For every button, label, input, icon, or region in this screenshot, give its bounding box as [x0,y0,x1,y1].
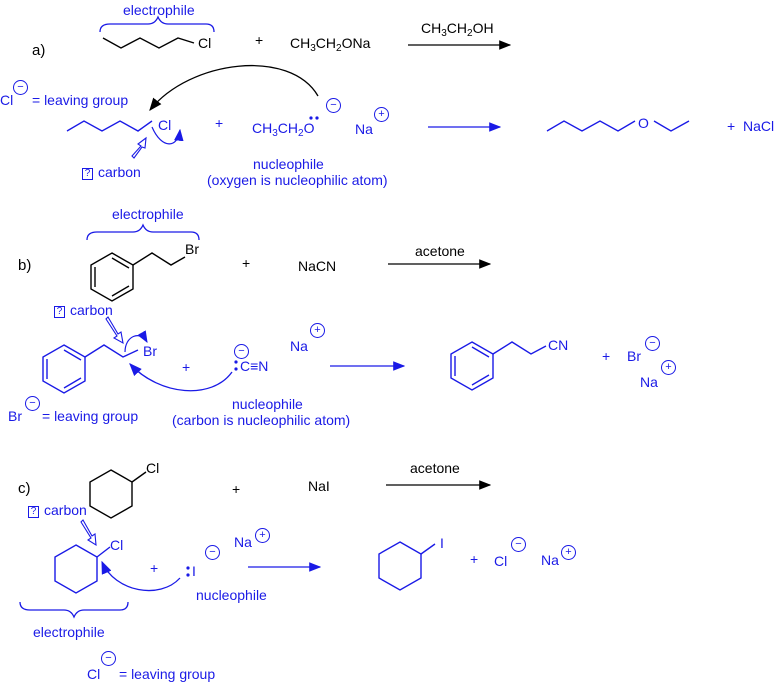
minus-charge-icon: − [326,98,341,113]
nucleophile-note-a: (oxygen is nucleophilic atom) [207,172,388,188]
plus-charge-icon: + [255,528,270,543]
reaction-tag-c: c) [18,480,31,497]
electron-arrow-b [129,363,233,392]
minus-charge-icon: − [205,545,220,560]
cyanide-b: C≡N [240,358,269,374]
na-c: Na [234,534,252,550]
halide-atom-c: Cl [146,460,160,476]
carbon-label-c: ?carbon [28,502,87,518]
nacl-byproduct-a: + NaCl [727,118,775,134]
electron-arrow-a [149,65,319,112]
na-b: Na [290,338,308,354]
leaving-group-label-b: = leaving group [42,408,139,424]
br-ion-b: Br [627,348,641,364]
plus-charge-icon: + [661,360,676,375]
minus-charge-icon: − [234,344,249,359]
minus-charge-icon: − [13,80,28,95]
minus-charge-icon: − [25,396,40,411]
nitrile-cn-b: CN [548,337,569,353]
plus-c2: + [150,560,159,576]
halide-atom-b: Br [185,241,199,257]
nucleophile-label-c: nucleophile [196,587,267,603]
leaving-group-label-c: = leaving group [119,666,216,682]
solvent-b: acetone [415,243,465,259]
carbon-label-a: ?carbon [82,164,141,180]
nucleophile-note-b: (carbon is nucleophilic atom) [172,412,351,428]
minus-charge-icon: − [645,336,660,351]
mech-cl-a: Cl [158,117,172,133]
cl-ion-label-c: Cl [87,666,101,682]
minus-charge-icon: − [511,537,526,552]
leaving-arrow-b [124,330,148,353]
solvent-c: acetone [410,460,460,476]
plus-b1: + [242,255,251,271]
br-ion-label-b: Br [8,408,22,424]
plus-charge-icon: + [374,107,389,122]
carbon-label-b: ?carbon [54,302,113,318]
iodide-c: I [192,563,196,579]
plus-a2: + [215,115,224,131]
nitrile-product-b [450,341,547,391]
carbon-pointer-c [80,519,97,547]
cyclohexane-mech-c [54,544,111,594]
plus-charge-icon: + [561,545,576,560]
plus-c1: + [232,481,241,497]
chain-mech-a [66,120,153,132]
ether-oxygen-a: O [638,115,649,131]
electrophile-label-a: electrophile [123,2,195,18]
electron-arrow-c [101,560,181,592]
na-c2: Na [541,552,559,568]
chlorocyclohexane-c [89,469,147,519]
electrophile-brace-a [99,15,215,33]
leaving-group-label-a: = leaving group [32,92,129,108]
plus-a1: + [255,32,264,48]
electrophile-brace-b [86,223,200,241]
na-b2: Na [640,374,658,390]
product-iodine-c: I [440,535,444,551]
electrophile-brace-c [19,601,129,619]
solvent-a: CH3CH2OH [421,20,494,39]
phenyl-ring-mech-b [42,344,139,394]
ether-product-a [546,120,636,132]
reaction-tag-a: a) [32,42,46,59]
reagent-c: NaI [308,478,330,494]
phenyl-ring-b [90,252,186,302]
plus-c3: + [470,551,479,567]
halide-atom-a: Cl [198,35,212,51]
na-a: Na [355,121,373,137]
nucleophile-label-a: nucleophile [253,156,324,172]
electrophile-label-c: electrophile [33,624,105,640]
reagent-a: CH3CH2ONa [290,35,371,54]
electrophile-label-b: electrophile [112,206,184,222]
carbon-pointer-a [131,136,147,159]
plus-b2: + [182,359,191,375]
mech-br-b: Br [143,343,157,359]
plus-b3: + [602,348,611,364]
mech-cl-c: Cl [110,537,124,553]
nucleophile-formula-a: CH3CH2O [252,120,315,139]
iodocyclohexane-product-c [378,541,436,591]
carbon-pointer-b [105,316,124,345]
cl-ion-c: Cl [494,553,508,569]
plus-charge-icon: + [310,323,325,338]
reaction-tag-b: b) [18,257,32,274]
minus-charge-icon: − [101,651,116,666]
pentyl-chain-a [102,37,195,49]
reagent-b: NaCN [298,258,337,274]
nucleophile-label-b: nucleophile [232,396,303,412]
leaving-arrow-a [151,126,184,145]
cl-ion-label-a: Cl [0,92,14,108]
